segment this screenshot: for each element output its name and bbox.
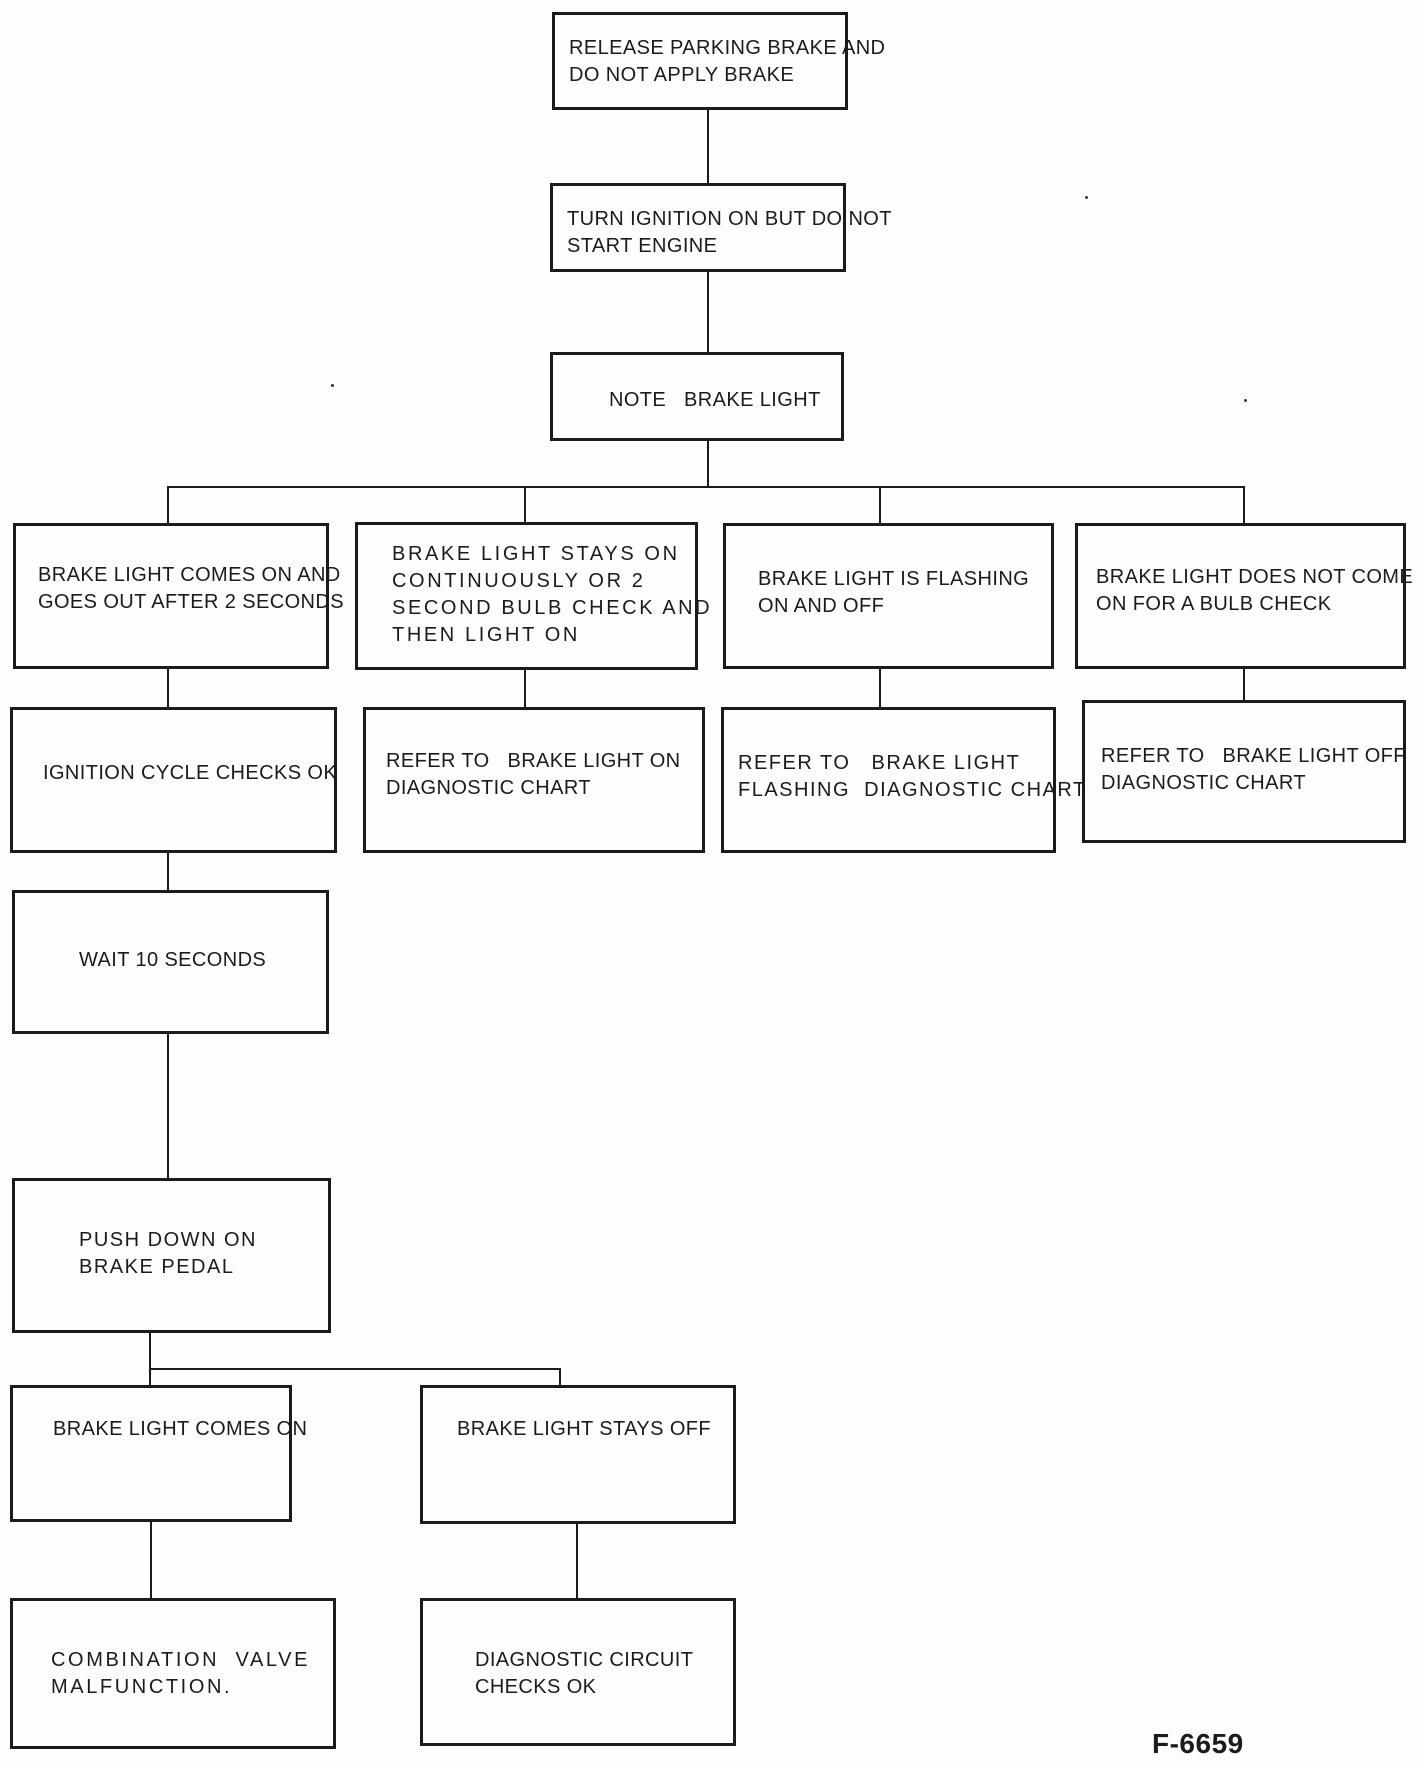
node-text-line: NOTE BRAKE LIGHT xyxy=(609,389,821,411)
connector-release-to-ignition xyxy=(707,110,709,183)
node-text-line: GOES OUT AFTER 2 SECONDS xyxy=(38,591,344,613)
node-text-line: IGNITION CYCLE CHECKS OK xyxy=(43,762,338,784)
node-text-line: BRAKE PEDAL xyxy=(79,1256,235,1278)
node-refer-brake-light-on-chart: REFER TO BRAKE LIGHT ON DIAGNOSTIC CHART xyxy=(363,707,705,853)
scan-artifact xyxy=(331,384,334,387)
node-brake-light-flashing: BRAKE LIGHT IS FLASHING ON AND OFF xyxy=(723,523,1054,669)
node-brake-light-stays-off: BRAKE LIGHT STAYS OFF xyxy=(420,1385,736,1524)
node-text-line: RELEASE PARKING BRAKE AND xyxy=(569,37,886,59)
branch-drop-4 xyxy=(1243,488,1245,523)
node-text-line: DIAGNOSTIC CHART xyxy=(1101,772,1306,794)
node-text-line: ON AND OFF xyxy=(758,595,885,617)
branch-drop-3 xyxy=(879,488,881,523)
node-text-line: TURN IGNITION ON BUT DO NOT xyxy=(567,208,892,230)
node-text-line: CHECKS OK xyxy=(475,1676,597,1698)
connector-result1-wait xyxy=(167,853,169,890)
node-push-down-brake-pedal: PUSH DOWN ON BRAKE PEDAL xyxy=(12,1178,331,1333)
node-refer-brake-light-flashing-chart: REFER TO BRAKE LIGHT FLASHING DIAGNOSTIC… xyxy=(721,707,1087,853)
node-text-line: REFER TO BRAKE LIGHT xyxy=(738,752,1021,774)
node-brake-light-stays-on: BRAKE LIGHT STAYS ON CONTINUOUSLY OR 2 S… xyxy=(355,522,713,670)
node-text-line: BRAKE LIGHT STAYS ON xyxy=(392,543,680,565)
node-text-line: BRAKE LIGHT STAYS OFF xyxy=(457,1418,712,1440)
node-text-line: DIAGNOSTIC CHART xyxy=(386,777,591,799)
connector-outcome1-result1 xyxy=(167,669,169,707)
node-text-line: THEN LIGHT ON xyxy=(392,624,580,646)
connector-comeson-combval xyxy=(150,1522,152,1598)
node-brake-light-comes-on-goes-out: BRAKE LIGHT COMES ON AND GOES OUT AFTER … xyxy=(13,523,344,669)
junction-line xyxy=(149,1368,561,1370)
node-text-line: BRAKE LIGHT COMES ON AND xyxy=(38,564,341,586)
node-text-line: CONTINUOUSLY OR 2 xyxy=(392,570,646,592)
node-release-parking-brake: RELEASE PARKING BRAKE AND DO NOT APPLY B… xyxy=(552,12,886,110)
node-text-line: SECOND BULB CHECK AND xyxy=(392,597,713,619)
connector-outcome3-result3 xyxy=(879,669,881,707)
node-text-line: REFER TO BRAKE LIGHT OFF xyxy=(1101,745,1406,767)
node-text-line: MALFUNCTION. xyxy=(51,1676,233,1698)
node-brake-light-comes-on: BRAKE LIGHT COMES ON xyxy=(10,1385,308,1522)
node-text-line: BRAKE LIGHT IS FLASHING xyxy=(758,568,1030,590)
connector-outcome2-result2 xyxy=(524,670,526,707)
scan-artifact xyxy=(1244,399,1247,402)
node-text-line: BRAKE LIGHT DOES NOT COME xyxy=(1096,566,1414,588)
node-text-line: BRAKE LIGHT COMES ON xyxy=(53,1418,308,1440)
connector-ignition-to-note xyxy=(707,272,709,352)
node-combination-valve-malfunction: COMBINATION VALVE MALFUNCTION. xyxy=(10,1598,336,1749)
node-text-line: COMBINATION VALVE xyxy=(51,1649,311,1671)
node-text-line: START ENGINE xyxy=(567,235,718,257)
node-text-line: ON FOR A BULB CHECK xyxy=(1096,593,1332,615)
node-diagnostic-circuit-checks-ok: DIAGNOSTIC CIRCUIT CHECKS OK xyxy=(420,1598,736,1746)
figure-number: F-6659 xyxy=(1152,1728,1244,1759)
node-text-line: WAIT 10 SECONDS xyxy=(79,949,267,971)
branch-drop-1 xyxy=(167,488,169,523)
connector-outcome4-result4 xyxy=(1243,669,1245,700)
node-text-line: PUSH DOWN ON xyxy=(79,1229,257,1251)
node-refer-brake-light-off-chart: REFER TO BRAKE LIGHT OFF DIAGNOSTIC CHAR… xyxy=(1082,700,1406,843)
node-wait-10-seconds: WAIT 10 SECONDS xyxy=(12,890,329,1034)
node-text-line: DIAGNOSTIC CIRCUIT xyxy=(475,1649,694,1671)
connector-staysoff-diagok xyxy=(576,1524,578,1598)
connector-push-junction xyxy=(149,1333,151,1385)
branch-drop-2 xyxy=(524,488,526,522)
node-brake-light-no-bulb-check: BRAKE LIGHT DOES NOT COME ON FOR A BULB … xyxy=(1075,523,1414,669)
node-text-line: FLASHING DIAGNOSTIC CHART xyxy=(738,779,1087,801)
node-text-line: REFER TO BRAKE LIGHT ON xyxy=(386,750,681,772)
connector-wait-push xyxy=(167,1034,169,1178)
node-text-line: DO NOT APPLY BRAKE xyxy=(569,64,795,86)
node-note-brake-light: NOTE BRAKE LIGHT xyxy=(550,352,844,441)
junction-drop-right xyxy=(559,1370,561,1385)
node-ignition-cycle-checks-ok: IGNITION CYCLE CHECKS OK xyxy=(10,707,337,853)
node-turn-ignition-on: TURN IGNITION ON BUT DO NOT START ENGINE xyxy=(550,183,892,272)
scan-artifact xyxy=(1085,196,1088,199)
branch-distribution-line xyxy=(167,486,1245,488)
connector-note-to-branch xyxy=(707,441,709,487)
